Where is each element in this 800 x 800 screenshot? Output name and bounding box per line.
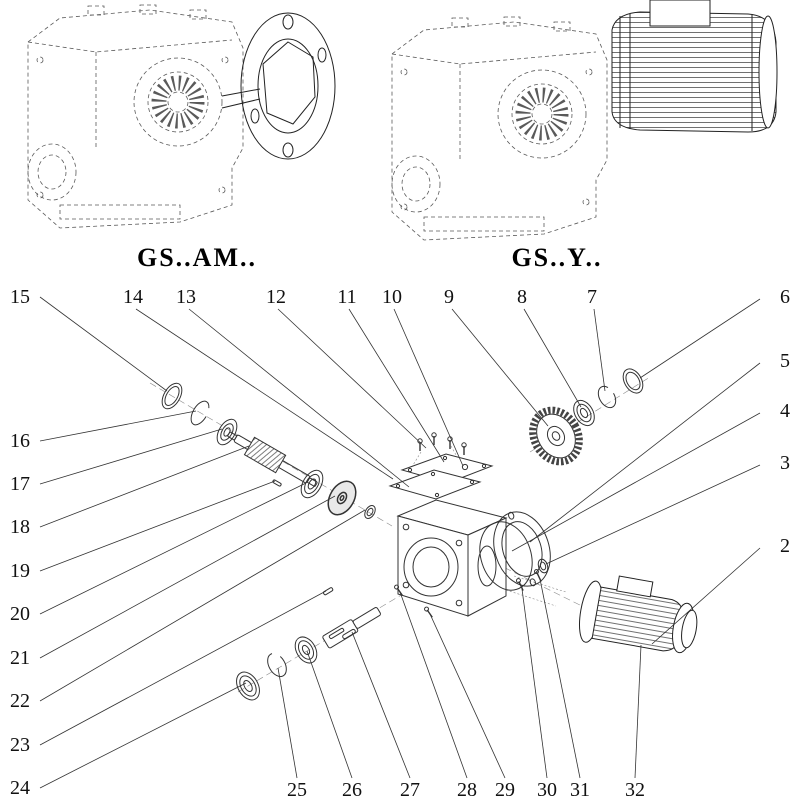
small-ring (537, 558, 549, 574)
leader-line-26 (306, 650, 353, 779)
part-number-15: 15 (10, 286, 30, 308)
input-seal-ring (161, 382, 183, 410)
part-number-28: 28 (457, 779, 477, 800)
part-number-20: 20 (10, 603, 30, 625)
part-number-4: 4 (780, 400, 790, 422)
leader-line-12 (277, 308, 427, 449)
variant-label-gsam: GS..AM.. (137, 243, 257, 272)
part-number-8: 8 (517, 286, 527, 308)
part-number-7: 7 (587, 286, 597, 308)
input-circlip (190, 400, 210, 426)
part-number-22: 22 (10, 690, 30, 712)
leader-line-13 (188, 308, 410, 488)
leader-line-17 (39, 428, 223, 485)
part-number-16: 16 (10, 430, 30, 452)
leader-line-22 (39, 509, 366, 702)
part-number-17: 17 (10, 473, 30, 495)
part-number-5: 5 (780, 350, 790, 372)
part-number-14: 14 (123, 286, 143, 308)
variant-label-gsy: GS..Y.. (511, 243, 603, 272)
leader-line-23 (39, 590, 327, 746)
part-number-23: 23 (10, 734, 30, 756)
part-number-12: 12 (266, 286, 286, 308)
rear-gasket (479, 521, 533, 591)
output-bearing (294, 636, 318, 664)
leader-line-14 (135, 308, 394, 480)
part-number-6: 6 (780, 286, 790, 308)
output-seal (236, 671, 260, 701)
part-number-24: 24 (10, 777, 30, 799)
part-number-25: 25 (287, 779, 307, 800)
leader-line-21 (39, 495, 336, 659)
housing-screws (394, 584, 433, 618)
leader-line-3 (545, 464, 761, 565)
part-number-13: 13 (176, 286, 196, 308)
gearbox-flange-drawing (28, 5, 336, 228)
rear-cover-flange (493, 511, 551, 587)
output-shaft (322, 607, 381, 649)
motor-screws (515, 569, 542, 591)
part-number-21: 21 (10, 647, 30, 669)
part-number-30: 30 (537, 779, 557, 800)
leader-line-28 (399, 591, 468, 779)
part-number-11: 11 (337, 286, 356, 308)
washer-disc (327, 480, 357, 516)
leader-line-25 (277, 667, 298, 779)
part-number-32: 32 (625, 779, 645, 800)
spacer-ring (364, 505, 376, 519)
motor-top-drawing (611, 0, 778, 133)
leader-line-32 (634, 644, 642, 779)
gear-circlip (597, 385, 617, 409)
leader-line-20 (39, 482, 307, 615)
cover-gasket (388, 469, 482, 500)
gear-bearing (573, 399, 595, 427)
gear-seal-ring (622, 368, 644, 394)
leader-line-18 (39, 445, 250, 528)
part-number-3: 3 (780, 452, 790, 474)
output-circlip (267, 652, 287, 678)
part-number-18: 18 (10, 516, 30, 538)
leader-line-8 (523, 308, 582, 408)
leader-line-29 (429, 613, 506, 779)
leader-line-30 (521, 588, 548, 779)
exploded-assembly (149, 368, 698, 701)
leader-line-10 (393, 308, 464, 467)
helical-gear (529, 406, 583, 466)
leader-line-31 (539, 578, 581, 779)
part-number-31: 31 (570, 779, 590, 800)
part-number-26: 26 (342, 779, 362, 800)
leader-line-4 (511, 412, 761, 552)
part-number-9: 9 (444, 286, 454, 308)
leader-line-9 (451, 308, 549, 427)
part-number-2: 2 (780, 535, 790, 557)
leader-line-27 (351, 631, 411, 779)
leader-line-2 (651, 547, 761, 645)
leader-line-16 (39, 410, 197, 442)
leader-line-5 (529, 362, 761, 543)
leader-line-6 (639, 298, 761, 379)
leader-line-7 (593, 308, 606, 392)
motor-exploded (579, 575, 698, 654)
dowel-pin (272, 479, 282, 487)
gear-housing (396, 499, 508, 617)
gearbox-motor-drawing (392, 0, 778, 240)
shaft-key (342, 628, 356, 640)
leader-line-24 (39, 682, 247, 789)
part-number-29: 29 (495, 779, 515, 800)
part-number-10: 10 (382, 286, 402, 308)
leader-line-15 (39, 296, 168, 392)
leader-line-19 (39, 480, 276, 572)
worm-shaft (227, 431, 318, 487)
output-pin (322, 587, 334, 596)
cover-screws (417, 432, 467, 455)
leader-line-11 (348, 308, 445, 463)
part-number-27: 27 (400, 779, 420, 800)
part-number-19: 19 (10, 560, 30, 582)
worm-bearing (300, 469, 324, 499)
